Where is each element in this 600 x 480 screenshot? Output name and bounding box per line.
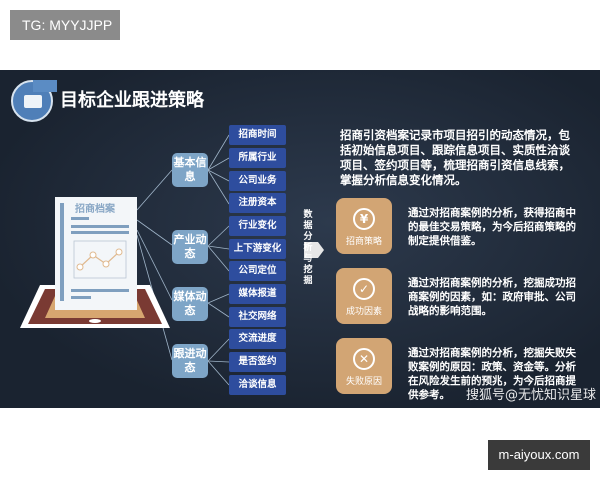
check-circle-icon: ✓	[353, 278, 375, 300]
item: 交流进度	[229, 329, 286, 349]
item: 招商时间	[229, 125, 286, 145]
outcome-success: ✓ 成功因素	[336, 268, 392, 324]
item: 媒体报道	[229, 284, 286, 304]
process-label: 数据分析与挖掘	[303, 210, 313, 286]
item: 是否签约	[229, 352, 286, 372]
category-industry: 产业动态	[172, 230, 208, 264]
outcome-label: 招商策略	[345, 237, 382, 247]
outcome-label: 失败原因	[345, 377, 382, 387]
item: 公司业务	[229, 171, 286, 191]
item: 社交网络	[229, 307, 286, 327]
item: 所属行业	[229, 148, 286, 168]
source-watermark: 搜狐号@无忧知识星球	[466, 388, 597, 403]
outcome-label: 成功因素	[345, 307, 382, 317]
item: 行业变化	[229, 216, 286, 236]
slide-title: 目标企业跟进策略	[60, 90, 204, 111]
category-basic-info: 基本信息	[172, 153, 208, 187]
category-followup: 跟进动态	[172, 344, 208, 378]
item: 洽谈信息	[229, 375, 286, 395]
item: 上下游变化	[229, 239, 286, 259]
outcome-strategy: ¥ 招商策略	[336, 198, 392, 254]
document-title: 招商档案	[75, 204, 115, 215]
outcome-text: 通过对招商案例的分析，获得招商中的最佳交易策略，为今后招商策略的制定提供借鉴。	[408, 207, 576, 247]
yen-cycle-icon: ¥	[353, 208, 375, 230]
watermark-tag: TG: MYYJJPP	[10, 10, 120, 40]
outcome-failure: ✕ 失败原因	[336, 338, 392, 394]
item: 注册资本	[229, 193, 286, 213]
outcome-text: 通过对招商案例的分析，挖掘成功招商案例的因素，如：政府审批、公司战略的影响范围。	[408, 277, 576, 317]
connector-lines	[20, 134, 324, 386]
slide: 目标企业跟进策略 招商档案 基本信息 产业动态 媒体动态 跟进动态 招商时间 所…	[0, 70, 600, 408]
x-circle-icon: ✕	[353, 348, 375, 370]
description: 招商引资档案记录市项目招引的动态情况，包括初始信息项目、跟踪信息项目、实质性洽谈…	[340, 128, 570, 187]
site-label: m-aiyoux.com	[488, 440, 590, 470]
process-arrow-icon	[304, 242, 324, 258]
outcome-text: 通过对招商案例的分析，挖掘失败失败案例的原因：政策、资金等。分析在风险发生前的预…	[408, 347, 576, 401]
category-media: 媒体动态	[172, 287, 208, 321]
briefcase-icon	[11, 80, 57, 122]
item: 公司定位	[229, 261, 286, 281]
